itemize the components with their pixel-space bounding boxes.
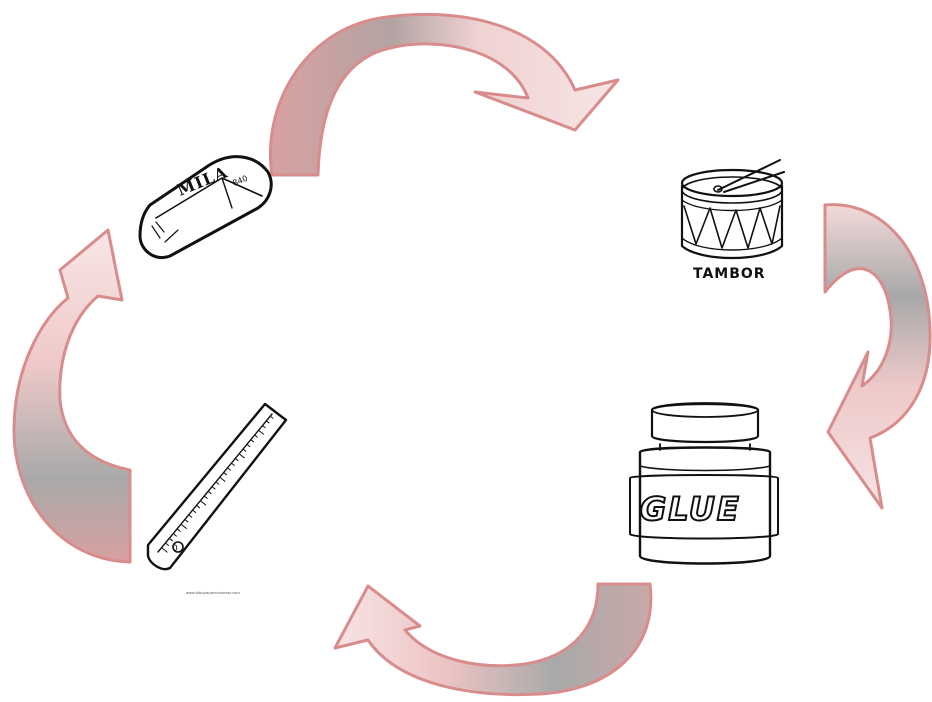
glue-label: GLUE	[640, 490, 741, 528]
ruler-tick	[243, 449, 246, 451]
arrow-left	[14, 230, 130, 562]
ruler-tick	[258, 430, 263, 434]
ruler-tick	[270, 416, 273, 418]
ruler-tick	[212, 487, 215, 489]
ruler-tick	[204, 496, 207, 498]
ruler-tick	[235, 458, 238, 460]
ruler-tick	[247, 444, 250, 446]
ruler-tick	[255, 435, 258, 437]
ruler-tick	[166, 543, 169, 545]
arrow-top	[270, 14, 618, 175]
ruler-illustration: 0 www.dibujosparacolorear.com	[148, 404, 286, 595]
ruler-tick	[239, 454, 244, 458]
eraser-brand-text: MILA	[174, 162, 230, 199]
drum-illustration: TAMBOR	[682, 160, 784, 282]
ruler-tick	[262, 425, 265, 427]
ruler-ticks	[162, 416, 273, 552]
ruler-start-digit: 0	[172, 544, 178, 554]
ruler-tick	[231, 463, 234, 465]
ruler-tick	[162, 548, 167, 552]
ruler-tick	[216, 482, 219, 484]
ruler-tick	[189, 515, 192, 517]
eraser-illustration: MILA 840	[140, 157, 271, 258]
ruler-tick	[251, 440, 254, 442]
ruler-tick	[193, 510, 196, 512]
arrow-right	[825, 205, 930, 508]
ruler-tick	[177, 529, 180, 531]
ruler-tick	[266, 421, 269, 423]
glue-illustration: GLUE	[630, 403, 778, 564]
ruler-tick	[197, 506, 200, 508]
ruler-tick	[224, 473, 227, 475]
ruler-tick	[220, 477, 225, 481]
ruler-credit: www.dibujosparacolorear.com	[186, 591, 240, 595]
ruler-tick	[201, 501, 206, 505]
ruler-tick	[208, 491, 211, 493]
ruler-tick	[228, 468, 231, 470]
ruler-tick	[185, 520, 188, 522]
ruler-tick	[181, 524, 186, 528]
ruler-tick	[170, 539, 173, 541]
arrow-bottom	[335, 584, 651, 695]
ruler-tick	[174, 534, 177, 536]
drum-label: TAMBOR	[693, 266, 766, 282]
